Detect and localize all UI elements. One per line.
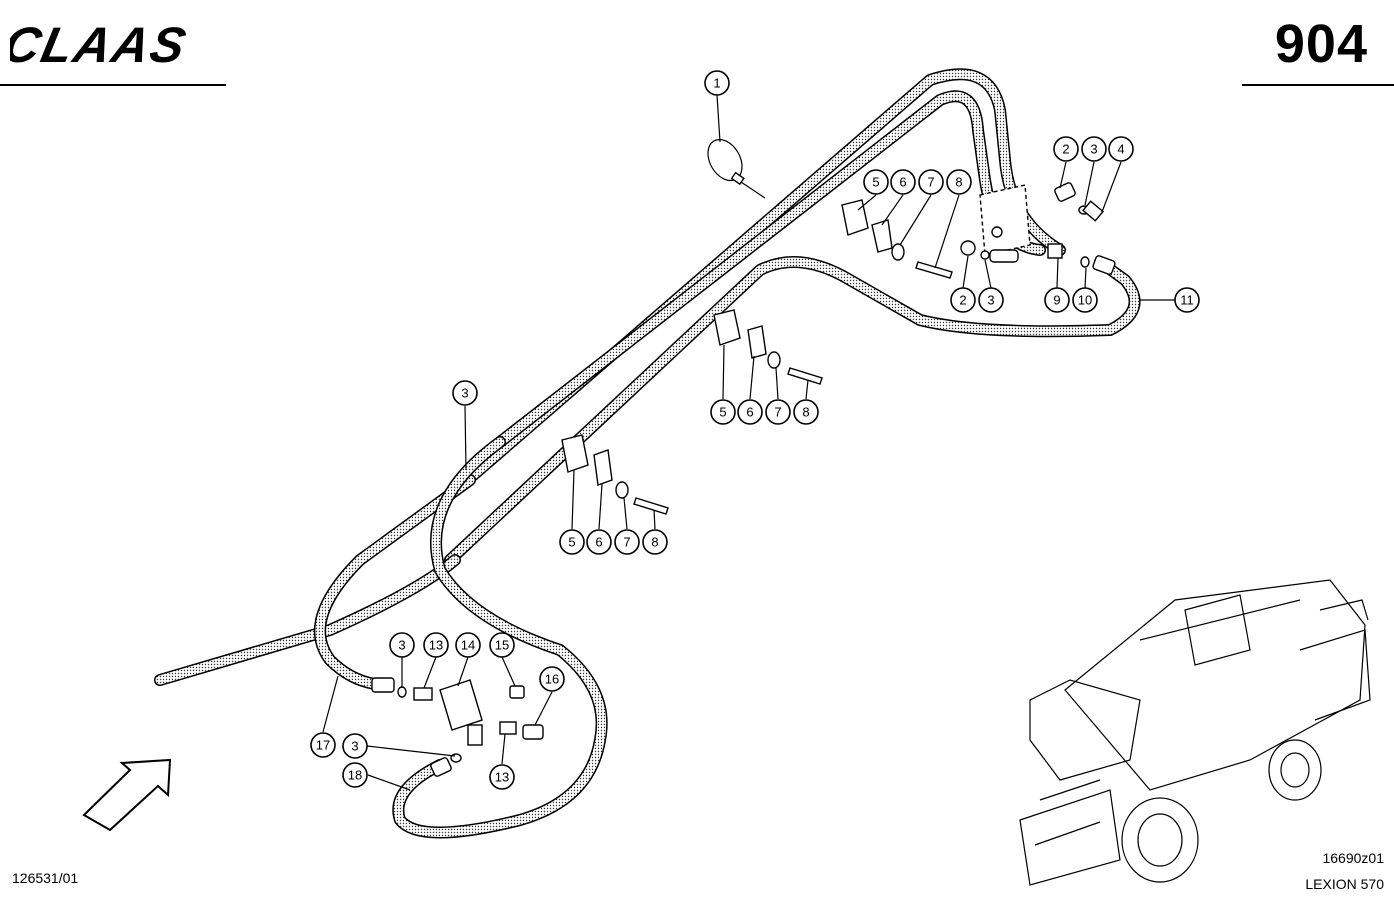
callout-14: 14: [455, 632, 481, 658]
svg-text:9: 9: [1053, 293, 1060, 308]
svg-text:6: 6: [595, 535, 602, 550]
callout-4: 4: [1108, 136, 1134, 162]
drawing-reference: 126531/01: [12, 870, 79, 886]
svg-text:6: 6: [746, 405, 753, 420]
cable-tie-part-1: [707, 138, 766, 199]
machine-model: LEXION 570: [1305, 876, 1384, 892]
svg-text:17: 17: [316, 738, 330, 753]
svg-text:3: 3: [1090, 142, 1097, 157]
callout-15: 15: [489, 632, 515, 658]
callout-5: 5: [863, 169, 889, 195]
callout-9: 9: [1044, 287, 1070, 313]
valve-assembly-lower: [371, 677, 544, 777]
callout-7: 7: [918, 169, 944, 195]
callout-10: 10: [1072, 287, 1098, 313]
page-number: 904: [1274, 14, 1368, 74]
callout-17: 17: [310, 732, 336, 758]
hose-17: [314, 474, 476, 690]
svg-text:2: 2: [1062, 142, 1069, 157]
svg-text:13: 13: [429, 638, 443, 653]
callout-3: 3: [978, 287, 1004, 313]
svg-text:6: 6: [899, 175, 906, 190]
svg-text:16: 16: [545, 672, 559, 687]
claas-logo: CLAAS: [10, 18, 192, 70]
callout-2: 2: [1053, 136, 1079, 162]
svg-text:15: 15: [495, 638, 509, 653]
header-rule-left: [0, 84, 226, 86]
callout-18: 18: [342, 762, 368, 788]
svg-text:3: 3: [987, 293, 994, 308]
callout-8: 8: [642, 529, 668, 555]
hose-return-11: [444, 256, 1141, 566]
valve-block-upper: [960, 184, 1031, 263]
svg-text:13: 13: [495, 770, 509, 785]
callout-7: 7: [765, 399, 791, 425]
svg-text:10: 10: [1078, 293, 1092, 308]
fittings-upper-right: [1047, 182, 1116, 275]
svg-text:14: 14: [461, 638, 475, 653]
callout-8: 8: [946, 169, 972, 195]
callout-11: 11: [1174, 287, 1200, 313]
callout-3: 3: [452, 380, 478, 406]
clamp-set-upper: [841, 199, 953, 279]
callout-1: 1: [704, 70, 730, 96]
svg-text:2: 2: [959, 293, 966, 308]
svg-text:7: 7: [623, 535, 630, 550]
callout-6: 6: [890, 169, 916, 195]
callout-2: 2: [950, 287, 976, 313]
svg-text:11: 11: [1180, 293, 1194, 308]
svg-text:3: 3: [461, 386, 468, 401]
svg-text:3: 3: [398, 638, 405, 653]
svg-text:18: 18: [348, 768, 362, 783]
callout-6: 6: [586, 529, 612, 555]
callout-3: 3: [389, 632, 415, 658]
svg-text:7: 7: [774, 405, 781, 420]
combine-harvester-thumbnail: [1019, 579, 1371, 886]
svg-text:1: 1: [713, 76, 720, 91]
header-rule-right: [1242, 84, 1394, 86]
callout-13: 13: [423, 632, 449, 658]
hose-outlet-left: [154, 554, 461, 686]
clamp-set-middle: [713, 309, 823, 385]
svg-text:7: 7: [927, 175, 934, 190]
callout-5: 5: [710, 399, 736, 425]
svg-text:4: 4: [1117, 142, 1124, 157]
svg-text:8: 8: [802, 405, 809, 420]
svg-text:8: 8: [955, 175, 962, 190]
brand-wordmark: CLAAS: [10, 18, 192, 70]
svg-text:8: 8: [651, 535, 658, 550]
callout-5: 5: [559, 529, 585, 555]
clamp-set-lower: [561, 434, 669, 515]
svg-text:5: 5: [872, 175, 879, 190]
callout-3: 3: [1081, 136, 1107, 162]
callout-6: 6: [737, 399, 763, 425]
callout-7: 7: [614, 529, 640, 555]
image-code: 16690z01: [1322, 850, 1384, 866]
svg-text:5: 5: [719, 405, 726, 420]
leader-lines: [322, 94, 1175, 791]
callout-13: 13: [489, 764, 515, 790]
svg-text:3: 3: [351, 739, 358, 754]
svg-text:5: 5: [568, 535, 575, 550]
direction-arrow: [82, 758, 172, 832]
callout-8: 8: [793, 399, 819, 425]
hose-18: [392, 436, 608, 839]
hose-main-upper: [464, 68, 1066, 484]
callout-3: 3: [342, 733, 368, 759]
callout-16: 16: [539, 666, 565, 692]
